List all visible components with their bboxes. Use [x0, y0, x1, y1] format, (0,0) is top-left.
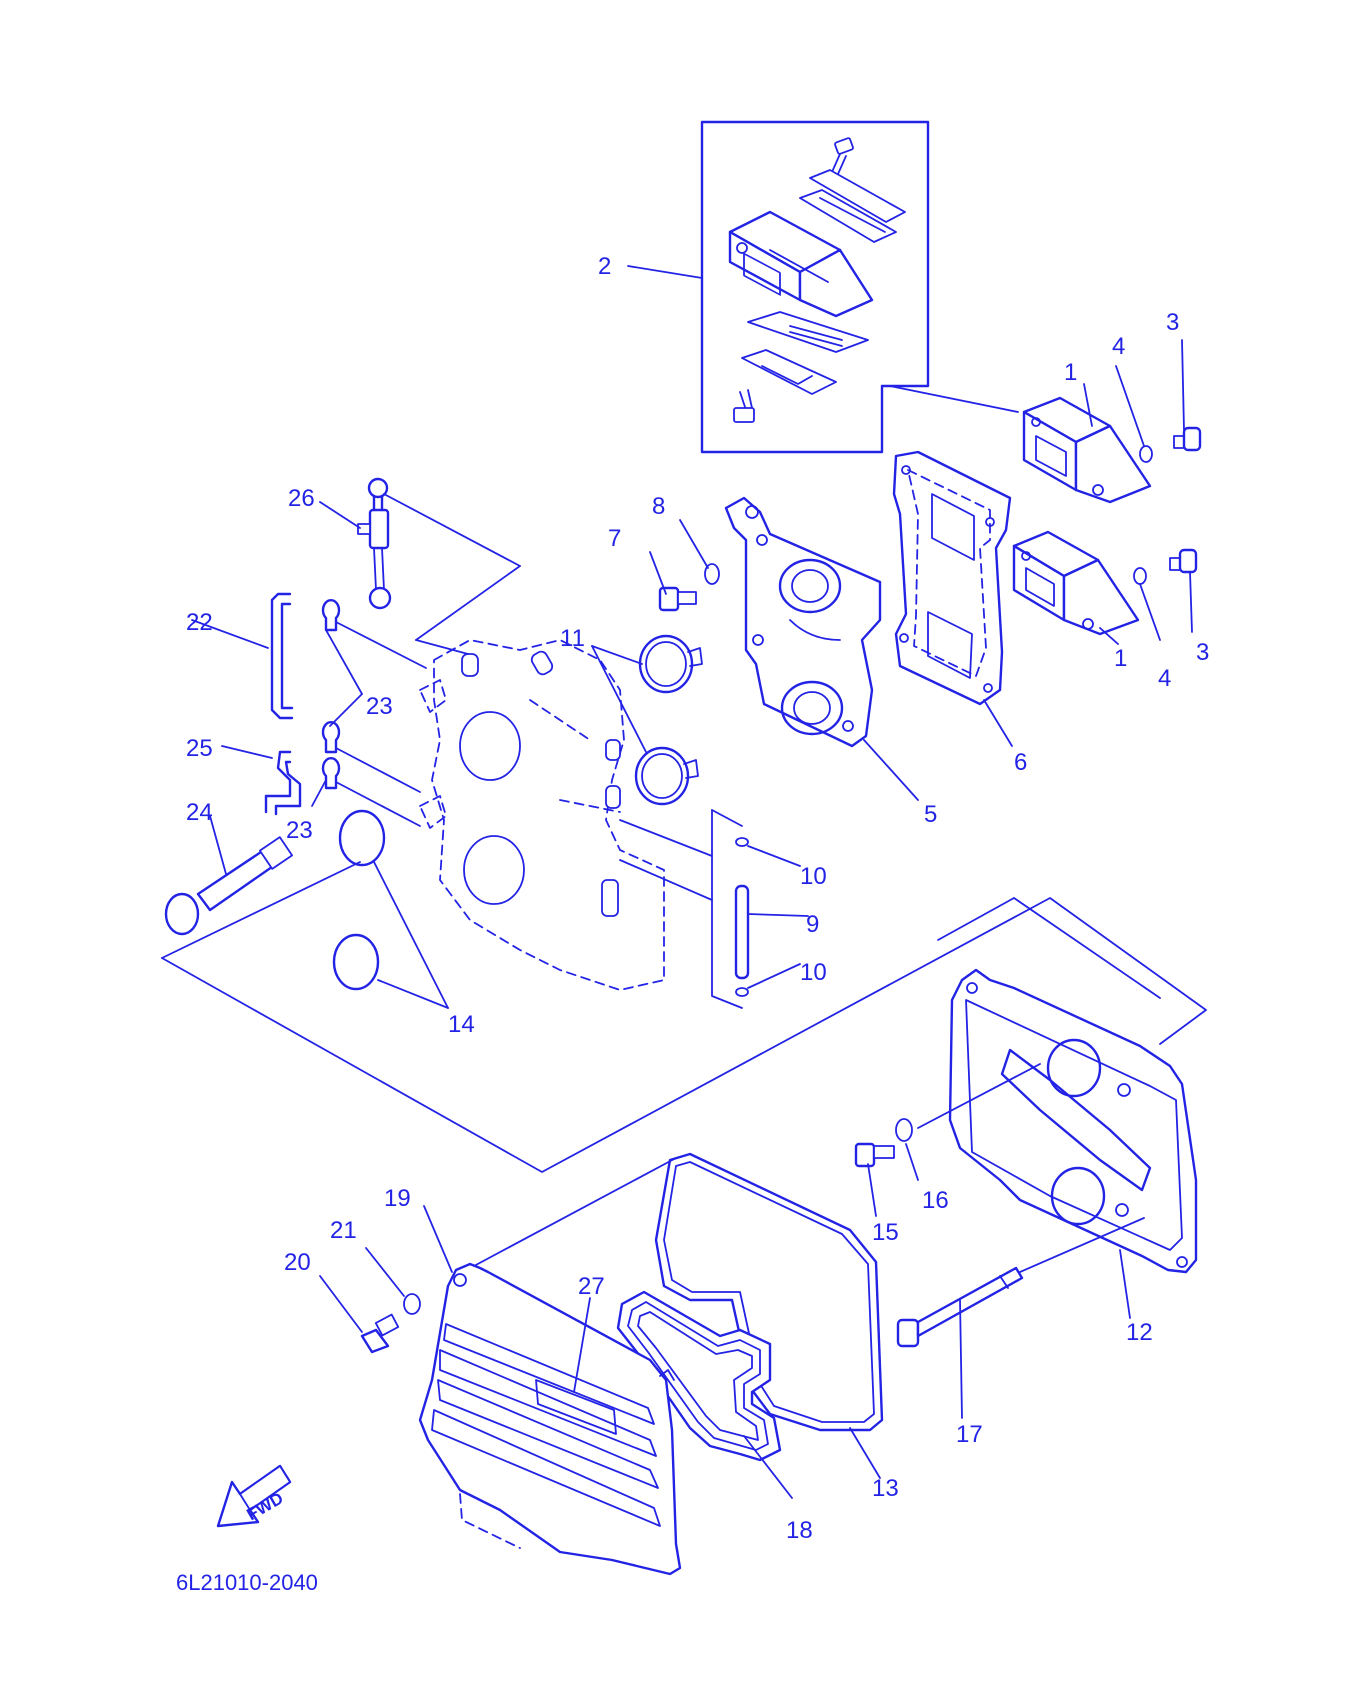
- drawing-code: 6L21010-2040: [176, 1570, 318, 1595]
- intake-gasket: [892, 450, 1012, 706]
- part-label-10-lower: 10: [800, 959, 827, 986]
- part-label-23-lower: 23: [286, 817, 313, 844]
- cover-gasket: [654, 1152, 884, 1432]
- part-label-25: 25: [186, 735, 213, 762]
- cover-washer: [895, 1118, 913, 1142]
- cover-inner-gasket: [616, 1290, 782, 1462]
- outer-cover-washer: [403, 1293, 421, 1315]
- reed-valve-assembly-lower: [1012, 530, 1140, 636]
- hose-clip-upper: [638, 634, 703, 694]
- part-label-6: 6: [1014, 749, 1027, 776]
- part-label-22: 22: [186, 609, 213, 636]
- part-label-9: 9: [806, 911, 819, 938]
- link-rod: [357, 477, 521, 655]
- part-label-7: 7: [608, 525, 621, 552]
- cover-label-plate: [535, 1379, 617, 1435]
- bolt-upper: [1173, 426, 1202, 452]
- reed-screw-bottom: [733, 389, 755, 423]
- carburetor-body-outline: [419, 639, 665, 991]
- part-label-4-lower: 4: [1158, 665, 1171, 692]
- part-label-26: 26: [288, 485, 315, 512]
- part-label-12: 12: [1126, 1319, 1153, 1346]
- washer-lower: [1133, 567, 1147, 585]
- fuel-hose-long: [270, 592, 294, 720]
- pin-washer-upper: [735, 837, 749, 847]
- part-label-27: 27: [578, 1273, 605, 1300]
- part-labels: 1 1 2 3 3 4 4 5 6 7 8 9 10 10 11 12 13 1…: [186, 253, 1209, 1544]
- part-label-23-upper: 23: [366, 693, 393, 720]
- part-label-13: 13: [872, 1475, 899, 1502]
- dowel-pin: [734, 884, 750, 980]
- part-label-3-lower: 3: [1196, 639, 1209, 666]
- part-label-10-upper: 10: [800, 863, 827, 890]
- part-label-1-upper: 1: [1064, 359, 1077, 386]
- part-label-20: 20: [284, 1249, 311, 1276]
- washer-upper: [1139, 445, 1153, 463]
- part-label-16: 16: [922, 1187, 949, 1214]
- part-label-21: 21: [330, 1217, 357, 1244]
- part-label-15: 15: [872, 1219, 899, 1246]
- part-label-8: 8: [652, 493, 665, 520]
- exhaust-cover-plate: [948, 968, 1198, 1274]
- reed-valve-kit-box: [700, 120, 930, 454]
- cover-bolt-short: [854, 1142, 895, 1168]
- pin-washer-lower: [735, 987, 749, 997]
- bolt-lower: [1169, 548, 1198, 574]
- manifold-washer: [704, 563, 720, 585]
- intake-manifold: [724, 496, 882, 748]
- part-label-17: 17: [956, 1421, 983, 1448]
- cover-bolt-long: [896, 1266, 1024, 1348]
- leader-lines: [191, 339, 1193, 1499]
- part-label-3-upper: 3: [1166, 309, 1179, 336]
- o-ring-lower: [332, 933, 380, 991]
- reed-valve-block: [728, 210, 874, 318]
- reed-screw-top: [831, 137, 854, 175]
- hose-clip-small-c: [321, 757, 341, 790]
- part-label-4-upper: 4: [1112, 333, 1125, 360]
- part-label-1-lower: 1: [1114, 645, 1127, 672]
- manifold-bolt: [658, 586, 697, 612]
- part-label-24: 24: [186, 799, 213, 826]
- part-label-14: 14: [448, 1011, 475, 1038]
- fuel-hose-short: [264, 750, 302, 816]
- outer-cover: [418, 1262, 682, 1576]
- part-label-19: 19: [384, 1185, 411, 1212]
- hose-clip-small-a: [321, 599, 341, 632]
- outer-cover-bolt: [360, 1313, 400, 1354]
- reed-valve-assembly-upper: [1022, 396, 1152, 504]
- drain-plug: [164, 836, 293, 936]
- part-label-5: 5: [924, 801, 937, 828]
- forward-arrow-icon: FWD: [216, 1464, 292, 1528]
- part-label-11: 11: [560, 625, 585, 652]
- part-label-18: 18: [786, 1517, 813, 1544]
- part-label-2: 2: [598, 253, 611, 280]
- o-ring-upper: [338, 809, 386, 867]
- hose-clip-lower: [634, 746, 699, 806]
